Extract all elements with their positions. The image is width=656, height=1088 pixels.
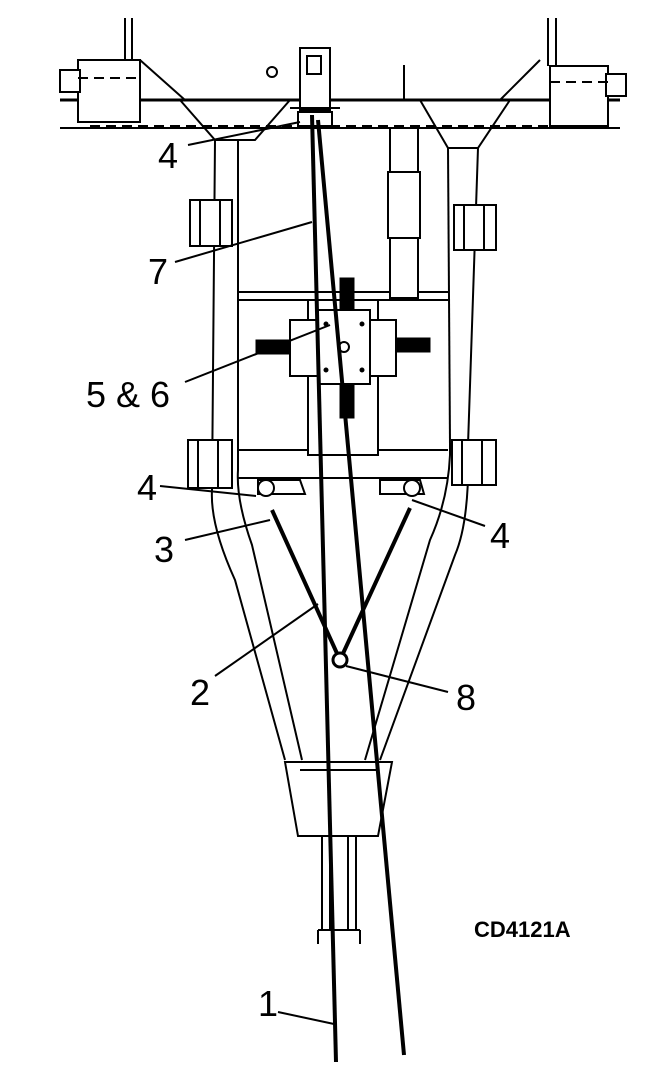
callout-1: 1 (258, 983, 278, 1024)
callout-4-right: 4 (490, 515, 510, 556)
leader-lines (159, 121, 486, 1025)
top-crossbeam (60, 59, 620, 149)
callout-4-left: 4 (137, 467, 157, 508)
top-pulley-bracket (266, 47, 405, 127)
lower-clamps (257, 479, 426, 497)
callout-8: 8 (456, 677, 476, 718)
secondary-cable (316, 119, 406, 1056)
roller-brackets (187, 199, 497, 489)
figure-id: CD4121A (474, 917, 571, 942)
gearbox-assembly (255, 277, 431, 456)
left-v-cable (270, 509, 342, 661)
left-hopper-box (59, 18, 141, 123)
side-rails (210, 127, 479, 761)
bottom-funnel (283, 761, 394, 837)
callout-4-top: 4 (158, 135, 178, 176)
right-hopper-box (547, 18, 627, 127)
callout-3: 3 (154, 529, 174, 570)
callout-5-and-6: 5 & 6 (86, 374, 170, 415)
tongue (317, 836, 361, 944)
cables (270, 114, 412, 1063)
callout-7: 7 (148, 251, 168, 292)
right-v-cable (338, 507, 412, 661)
junction-ring (331, 651, 349, 669)
main-cable (310, 114, 338, 1063)
callout-2: 2 (190, 672, 210, 713)
